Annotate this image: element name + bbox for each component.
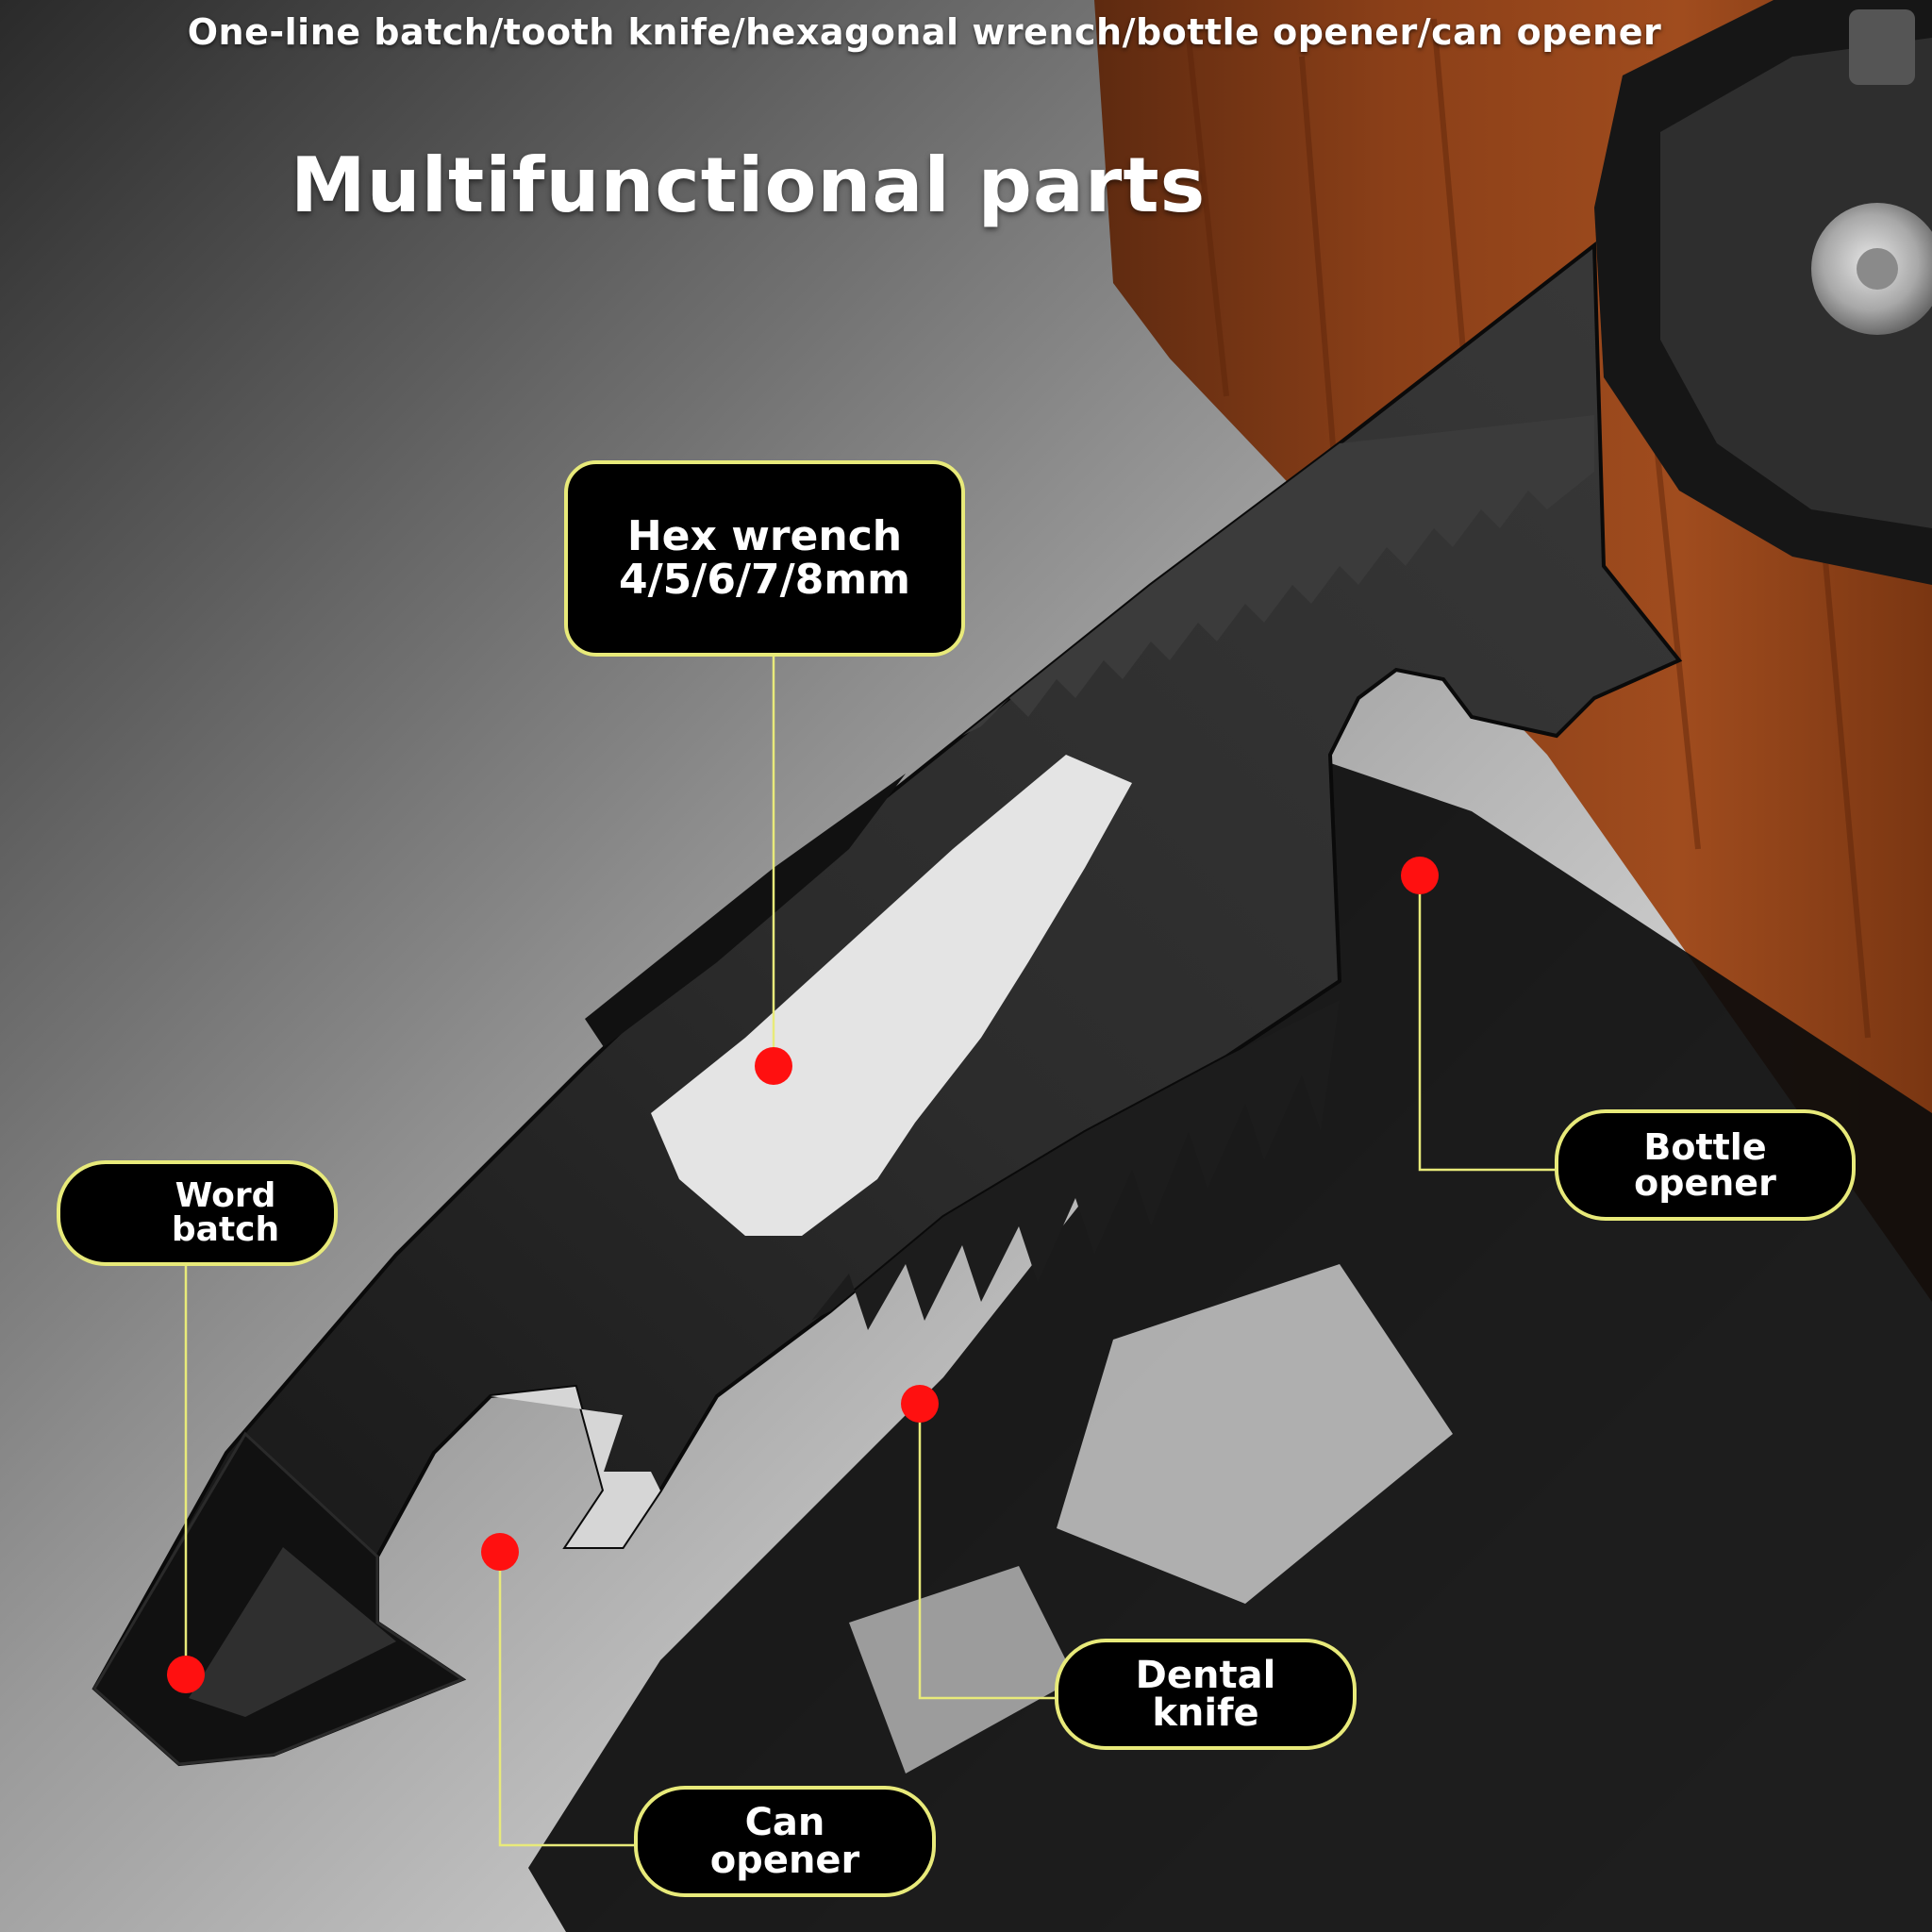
hex-wrench-label: Hex wrench bbox=[626, 511, 903, 560]
word-marker-dot bbox=[167, 1656, 205, 1693]
can-marker-dot bbox=[481, 1533, 519, 1571]
bottle-marker-dot bbox=[1401, 857, 1439, 894]
dental-knife-teeth bbox=[811, 1000, 1340, 1330]
serrated-edge bbox=[962, 415, 1594, 736]
word-batch-label-1: Word bbox=[175, 1176, 276, 1215]
word-batch-label-2: batch bbox=[171, 1210, 280, 1249]
dental-marker-dot bbox=[901, 1385, 939, 1423]
can-opener-label-1: Can bbox=[744, 1801, 825, 1844]
dental-leader-line bbox=[918, 1404, 1055, 1700]
bottle-opener-label-2: opener bbox=[1634, 1162, 1776, 1204]
hex-wrench-callout: Hex wrench 4/5/6/7/8mm bbox=[564, 460, 965, 657]
hex-slot-bevel bbox=[585, 774, 906, 1047]
wood-grain bbox=[1186, 18, 1871, 1039]
can-leader-line bbox=[498, 1552, 634, 1847]
screw-center bbox=[1857, 248, 1898, 290]
dental-knife-callout: Dental knife bbox=[1055, 1639, 1357, 1750]
word-batch-callout: Word batch bbox=[57, 1160, 338, 1266]
can-opener-label-2: opener bbox=[709, 1839, 860, 1882]
hex-wrench-cutout bbox=[651, 755, 1132, 1236]
tip-sheen bbox=[189, 1547, 396, 1717]
bottle-opener-label-1: Bottle bbox=[1643, 1126, 1767, 1168]
bottle-leader-line bbox=[1418, 875, 1555, 1172]
feature-subtitle: One-line batch/tooth knife/hexagonal wre… bbox=[187, 11, 1662, 53]
handle-slot bbox=[1849, 9, 1915, 85]
hex-wrench-sizes: 4/5/6/7/8mm bbox=[618, 556, 911, 604]
shadow-highlight-lower bbox=[849, 1566, 1075, 1774]
hex-marker-dot bbox=[755, 1047, 792, 1085]
handle-inner bbox=[1660, 38, 1932, 528]
page-title: Multifunctional parts bbox=[291, 142, 1207, 229]
bottle-opener-callout: Bottle opener bbox=[1555, 1109, 1856, 1221]
can-opener-callout: Can opener bbox=[634, 1786, 936, 1897]
dental-knife-label-2: knife bbox=[1152, 1691, 1259, 1735]
dental-knife-label-1: Dental bbox=[1135, 1654, 1276, 1697]
can-opener-hook bbox=[491, 1387, 660, 1547]
shadow-highlight bbox=[1057, 1264, 1453, 1604]
